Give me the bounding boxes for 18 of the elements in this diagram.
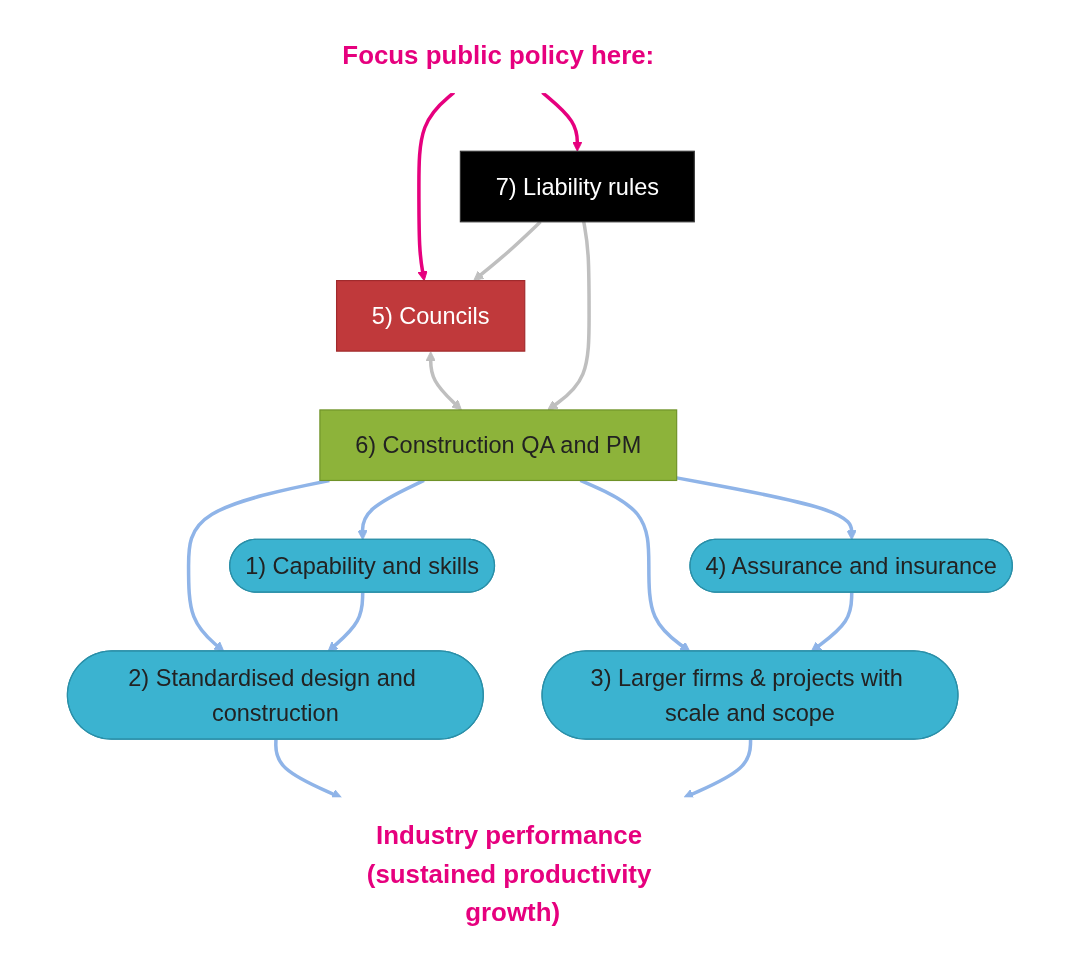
arrow bbox=[357, 478, 425, 540]
arrow bbox=[683, 739, 753, 799]
arrow bbox=[473, 220, 542, 281]
arrow bbox=[547, 221, 591, 410]
arrow bbox=[186, 478, 330, 652]
arrow bbox=[425, 350, 462, 410]
arrow bbox=[676, 475, 857, 540]
node-box: 5) Councils bbox=[336, 279, 526, 352]
arrow bbox=[274, 739, 343, 799]
node-text: Focus public policy here: bbox=[342, 40, 655, 70]
arrow bbox=[579, 478, 691, 652]
arrow bbox=[541, 90, 583, 152]
arrow bbox=[417, 90, 456, 281]
node-box: 7) Liability rules bbox=[459, 150, 695, 222]
node-text: Industry performance (sustained productivity growth) bbox=[366, 819, 652, 927]
arrow bbox=[810, 592, 854, 652]
node-box: 6) Construction QA and PM bbox=[319, 408, 678, 481]
arrow bbox=[327, 592, 365, 652]
